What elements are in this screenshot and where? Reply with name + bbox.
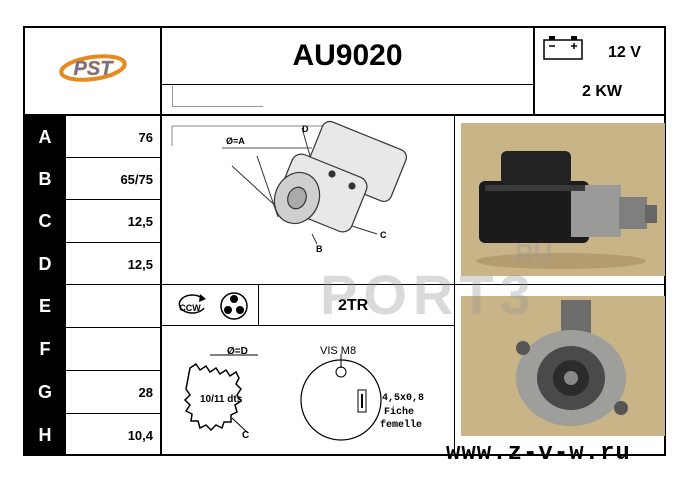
d-label: D <box>302 124 309 134</box>
dimension-letter-a: A <box>25 116 65 158</box>
dimension-value-h: 10,4 <box>127 427 153 443</box>
fiche-line2: femelle <box>380 419 422 431</box>
fiche-size: 4,5x0,8 <box>382 393 424 404</box>
divider <box>24 370 161 371</box>
b-label: B <box>316 244 323 254</box>
c-label: C <box>380 230 387 240</box>
divider <box>161 284 665 285</box>
divider <box>533 27 535 115</box>
divider <box>24 157 161 158</box>
divider <box>65 115 66 456</box>
voltage-value: 12 V <box>608 44 641 61</box>
dimension-value-c: 12,5 <box>127 213 153 229</box>
part-number: AU9020 <box>292 39 403 72</box>
dimension-value-f <box>66 328 153 370</box>
divider <box>161 325 454 326</box>
watermark-suffix: RU <box>515 238 553 268</box>
starter-photo-front <box>461 296 665 436</box>
dimension-value-d: 12,5 <box>127 256 153 272</box>
divider <box>24 327 161 328</box>
starter-photo-side <box>461 123 665 276</box>
dimension-value-a: 76 <box>138 129 153 145</box>
divider <box>454 115 455 456</box>
watermark-text: PORT3 <box>320 263 537 326</box>
battery-icon <box>543 34 583 60</box>
rotation-ccw-icon: CCW <box>172 292 212 320</box>
brand-logo: PST <box>58 48 128 88</box>
dimension-letter-c: C <box>25 200 65 242</box>
fiche-line1: Fiche <box>384 406 414 418</box>
divider <box>258 285 259 325</box>
pinion-diameter-label: Ø=D <box>227 346 248 357</box>
divider <box>24 199 161 200</box>
flange-drawing: VIS M8 4,5x0,8 Fiche femelle <box>296 338 446 450</box>
starter-side-drawing: Ø=A D C B <box>162 116 452 282</box>
dimension-letter-h: H <box>25 414 65 456</box>
dimension-value-b: 65/75 <box>120 171 153 187</box>
teeth-label: 10/11 dts <box>200 394 243 405</box>
dimension-letter-f: F <box>25 328 65 370</box>
dimension-letter-b: B <box>25 158 65 200</box>
pinion-c-label: C <box>242 430 249 441</box>
title-bracket <box>172 86 263 107</box>
logo-text: PST <box>74 58 115 80</box>
divider <box>24 114 665 116</box>
power-value: 2 KW <box>582 83 622 100</box>
spec-sheet-frame <box>23 26 666 456</box>
dimension-letter-g: G <box>25 371 65 413</box>
terminal-type: 2TR <box>338 297 369 314</box>
dimension-value-e <box>66 285 153 327</box>
pinion-drawing: Ø=D 10/11 dts C <box>170 338 280 448</box>
vis-label: VIS M8 <box>320 345 356 357</box>
dimension-letter-e: E <box>25 285 65 327</box>
dimension-letter-d: D <box>25 243 65 285</box>
divider <box>160 27 162 455</box>
divider <box>161 84 533 85</box>
website-link[interactable]: www.z-v-w.ru <box>446 440 631 467</box>
rotation-label: CCW <box>179 303 201 313</box>
divider <box>24 413 161 414</box>
divider <box>24 284 161 285</box>
diameter-a-label: Ø=A <box>226 136 245 146</box>
terminal-icon <box>218 290 250 322</box>
dimension-value-g: 28 <box>138 384 153 400</box>
divider <box>24 242 161 243</box>
